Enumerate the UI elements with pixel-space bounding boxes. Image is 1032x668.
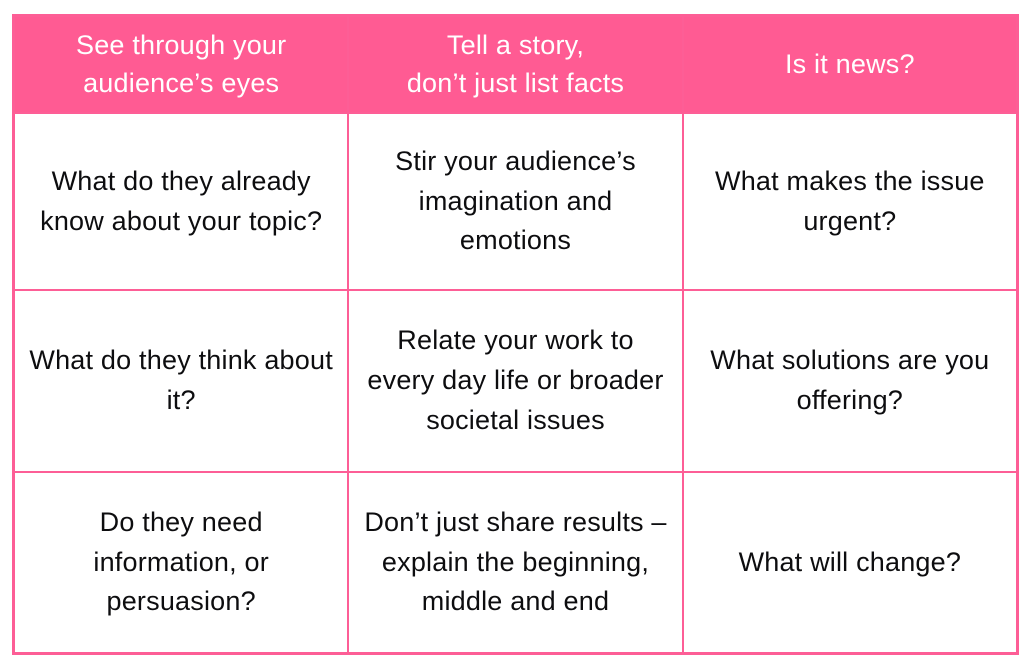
table-header-story: Tell a story, don’t just list facts xyxy=(349,17,682,112)
table-header-news: Is it news? xyxy=(683,17,1016,112)
table-cell-row2-col1: What do they think about it? xyxy=(15,291,348,471)
table-cell-row2-col2: Relate your work to every day life or br… xyxy=(349,291,682,471)
table-cell-row3-col2: Don’t just share results – explain the b… xyxy=(349,473,682,652)
table-cell-row1-col2: Stir your audience’s imagination and emo… xyxy=(349,114,682,289)
table-cell-row2-col3: What solutions are you offering? xyxy=(683,291,1016,471)
advice-table: See through your audience’s eyes Tell a … xyxy=(12,14,1019,655)
table-cell-row3-col1: Do they need information, or persuasion? xyxy=(15,473,348,652)
table-cell-row1-col3: What makes the issue urgent? xyxy=(683,114,1016,289)
table-cell-row1-col1: What do they already know about your top… xyxy=(15,114,348,289)
table-cell-row3-col3: What will change? xyxy=(683,473,1016,652)
table-header-audience: See through your audience’s eyes xyxy=(15,17,348,112)
